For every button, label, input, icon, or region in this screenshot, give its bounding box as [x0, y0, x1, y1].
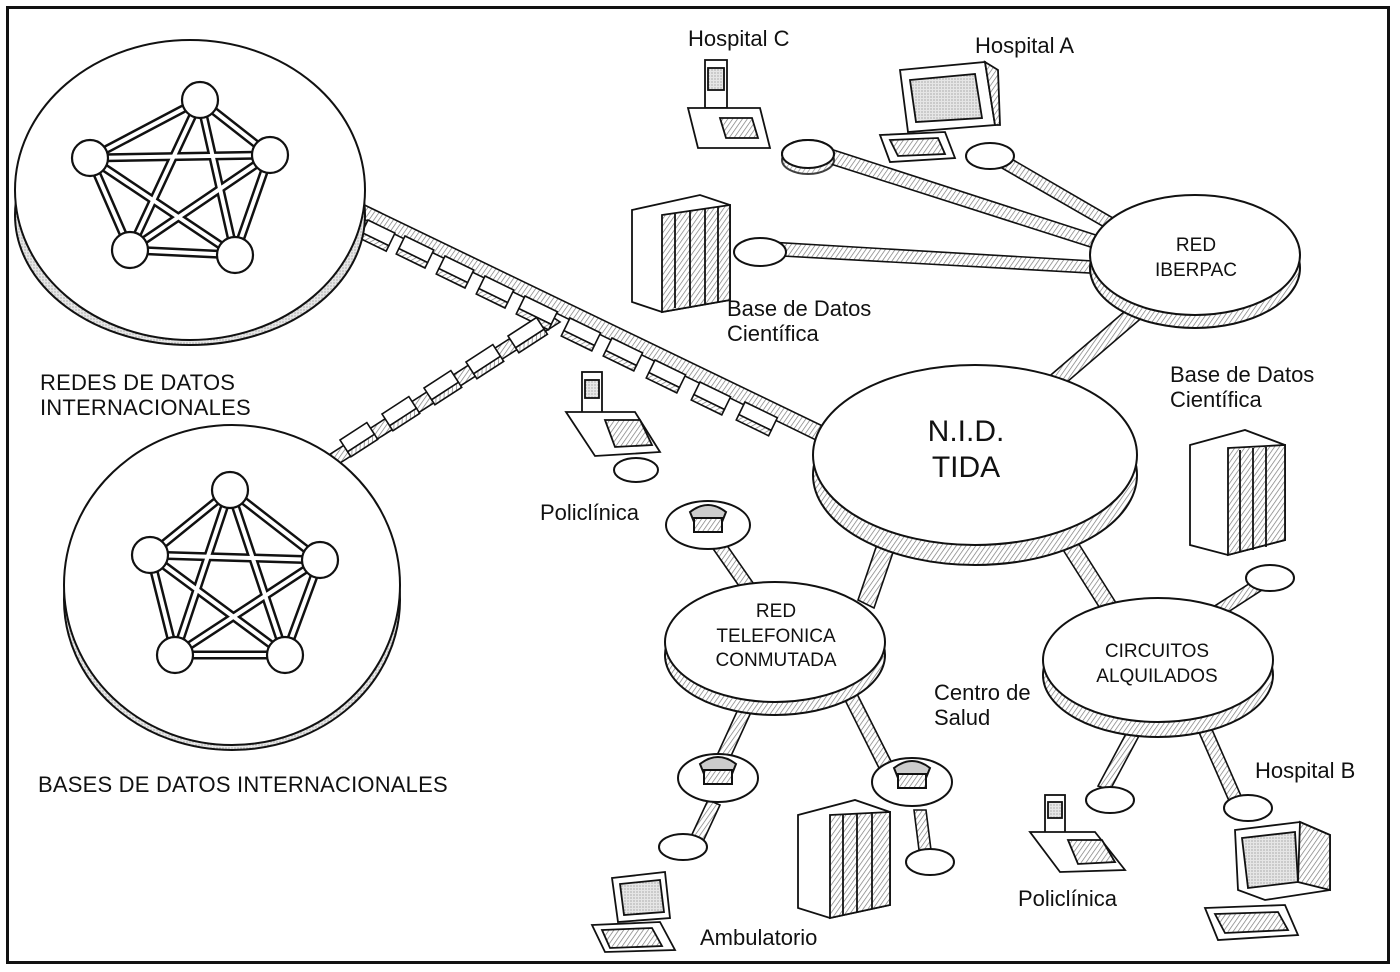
label-red-telefonica-line2: TELEFONICA [715, 625, 836, 650]
label-centro-salud-line1: Centro de [934, 680, 1031, 705]
server-rack-icon [798, 800, 890, 918]
label-red-telefonica-line1: RED [715, 600, 836, 625]
label-nid-line1: N.I.D. [928, 414, 1005, 450]
disk-redes-internacionales [15, 40, 365, 345]
chain-boxes-lower [340, 317, 547, 456]
label-redes-internacionales: REDES DE DATOS INTERNACIONALES [40, 370, 251, 421]
disk-bases-internacionales [64, 425, 400, 750]
label-hospital-b: Hospital B [1255, 758, 1355, 783]
terminal-icon [566, 372, 660, 456]
telephone-icon [666, 501, 750, 549]
terminal-icon [688, 60, 770, 148]
label-ambulatorio: Ambulatorio [700, 925, 817, 950]
label-base-datos-1-line2: Científica [727, 321, 871, 346]
label-base-datos-2: Base de Datos Científica [1170, 362, 1314, 413]
label-circuitos-line1: CIRCUITOS [1096, 640, 1217, 665]
label-nid-tida: N.I.D. TIDA [928, 414, 1005, 486]
server-rack-icon [1190, 430, 1285, 555]
computer-icon [1205, 822, 1330, 940]
computer-icon [592, 872, 675, 952]
server-rack-icon [632, 195, 730, 312]
label-base-datos-1: Base de Datos Científica [727, 296, 871, 347]
label-red-iberpac: RED IBERPAC [1155, 234, 1237, 283]
label-base-datos-1-line1: Base de Datos [727, 296, 871, 321]
label-bases-internacionales: BASES DE DATOS INTERNACIONALES [38, 772, 448, 797]
label-policlinica-1: Policlínica [540, 500, 639, 525]
pipe-circ-pol2 [1098, 730, 1140, 790]
label-red-telefonica: RED TELEFONICA CONMUTADA [715, 600, 836, 674]
label-hospital-c: Hospital C [688, 26, 789, 51]
label-centro-salud-line2: Salud [934, 705, 1031, 730]
label-red-iberpac-line1: RED [1155, 234, 1237, 259]
label-red-telefonica-line3: CONMUTADA [715, 649, 836, 674]
label-redes-internacionales-line1: REDES DE DATOS [40, 370, 251, 395]
label-policlinica-2: Policlínica [1018, 886, 1117, 911]
telephone-icon [678, 754, 758, 802]
label-circuitos-line2: ALQUILADOS [1096, 665, 1217, 690]
label-redes-internacionales-line2: INTERNACIONALES [40, 395, 251, 420]
label-base-datos-2-line2: Científica [1170, 387, 1314, 412]
label-hospital-a: Hospital A [975, 33, 1074, 58]
label-centro-salud: Centro de Salud [934, 680, 1031, 731]
label-base-datos-2-line1: Base de Datos [1170, 362, 1314, 387]
telephone-icon [872, 758, 952, 806]
label-circuitos-alquilados: CIRCUITOS ALQUILADOS [1096, 640, 1217, 689]
pipe-iberpac-base1 [765, 242, 1110, 274]
label-red-iberpac-line2: IBERPAC [1155, 259, 1237, 284]
label-nid-line2: TIDA [928, 450, 1005, 486]
